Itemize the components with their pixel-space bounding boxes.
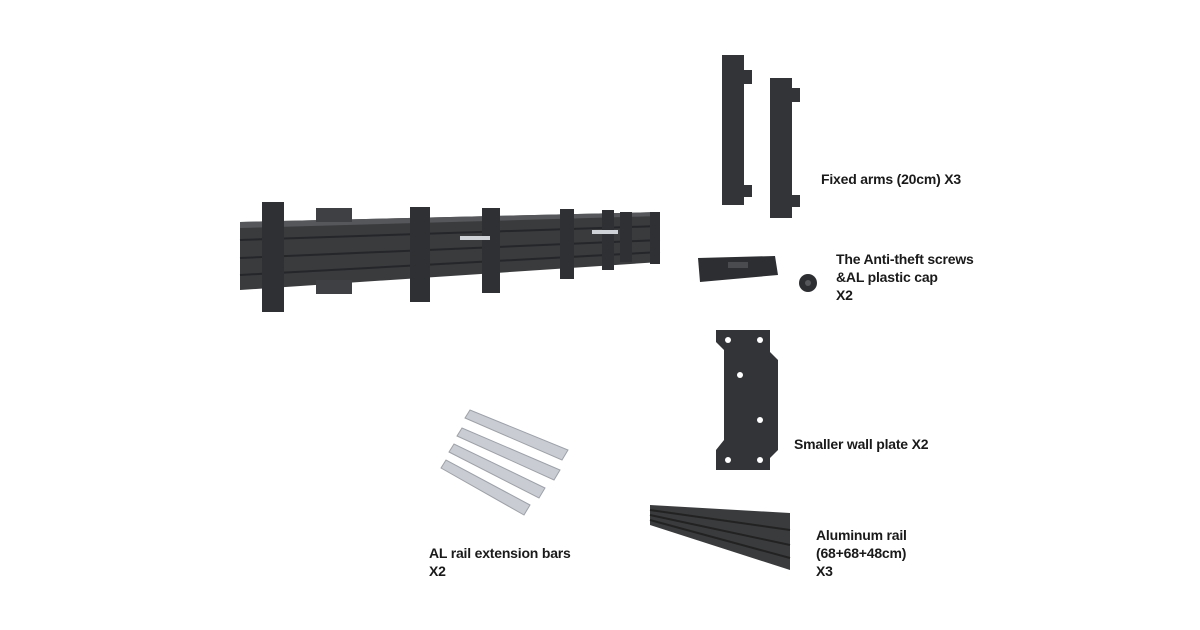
- assembled-mount-image: [239, 202, 661, 312]
- anti-theft-line2: &AL plastic cap: [836, 269, 938, 285]
- anti-theft-screw-image: [698, 256, 817, 292]
- fixed-arms-text: Fixed arms (20cm) X3: [821, 171, 961, 187]
- rail-line3: X3: [816, 563, 833, 579]
- wall-plate-label: Smaller wall plate X2: [794, 435, 929, 453]
- wall-plate-image: [716, 330, 778, 470]
- wall-plate-text: Smaller wall plate X2: [794, 436, 929, 452]
- aluminum-rail-label: Aluminum rail (68+68+48cm) X3: [816, 526, 907, 580]
- extension-bars-label: AL rail extension bars X2: [429, 544, 571, 580]
- extension-line2: X2: [429, 563, 446, 579]
- extension-line1: AL rail extension bars: [429, 545, 571, 561]
- anti-theft-line1: The Anti-theft screws: [836, 251, 974, 267]
- rail-line1: Aluminum rail: [816, 527, 907, 543]
- aluminum-rail-image: [649, 505, 791, 570]
- extension-bars-image: [440, 409, 569, 516]
- fixed-arms-label: Fixed arms (20cm) X3: [821, 170, 961, 188]
- anti-theft-line3: X2: [836, 287, 853, 303]
- anti-theft-label: The Anti-theft screws &AL plastic cap X2: [836, 250, 974, 304]
- fixed-arms-image: [722, 55, 800, 218]
- rail-line2: (68+68+48cm): [816, 545, 907, 561]
